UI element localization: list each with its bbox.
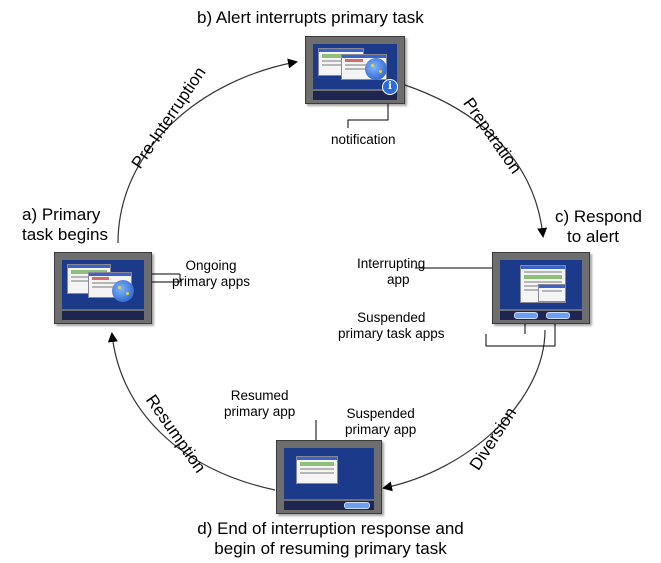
arc-preparation	[401, 83, 548, 238]
callout-resumed-line1: Resumed	[230, 388, 289, 403]
monitor-icon-b: i	[305, 36, 405, 104]
stage-a-line2: task begins	[22, 225, 108, 244]
leader-notification	[347, 90, 389, 128]
arc-diversion	[382, 329, 546, 492]
notification-info-icon[interactable]: i	[382, 79, 398, 95]
stage-a-line1: a) Primary	[22, 205, 101, 224]
callout-suspended-tasks: Suspended primary task apps	[338, 310, 445, 342]
stage-b-label: b) Alert interrupts primary task	[197, 8, 424, 27]
taskbar-button-suspended-2[interactable]	[546, 312, 570, 319]
stage-a-label: a) Primary task begins	[22, 205, 108, 245]
stage-d-label: d) End of interruption response and begi…	[158, 519, 503, 559]
stage-c-line1: c) Respond	[555, 207, 642, 226]
callout-notification: notification	[331, 132, 396, 147]
callout-interrupting: Interrupting app	[357, 256, 425, 288]
callout-ongoing-line2: primary apps	[172, 274, 251, 289]
callout-suspended-app-line1: Suspended	[346, 406, 415, 421]
monitor-icon-c	[492, 252, 590, 324]
callout-resumed-line2: primary app	[224, 404, 296, 419]
monitor-icon-d	[276, 440, 382, 514]
stage-d-line2: begin of resuming primary task	[214, 539, 447, 558]
monitor-icon-a	[54, 252, 152, 324]
callout-interrupting-line1: Interrupting	[357, 256, 426, 271]
callout-suspended-tasks-line1: Suspended	[357, 310, 426, 325]
callout-interrupting-line2: app	[387, 272, 410, 287]
callout-ongoing: Ongoing primary apps	[172, 258, 250, 290]
taskbar-button-suspended-1[interactable]	[514, 312, 538, 319]
callout-suspended-app-line2: primary app	[345, 422, 417, 437]
taskbar-button-suspended-app[interactable]	[344, 502, 370, 509]
arc-pre-interruption	[117, 58, 298, 244]
callout-ongoing-line1: Ongoing	[185, 258, 237, 273]
callout-suspended-app: Suspended primary app	[345, 406, 416, 438]
callout-resumed: Resumed primary app	[224, 388, 295, 420]
arc-resumption	[107, 332, 276, 491]
stage-c-line2: to alert	[567, 227, 619, 246]
stage-c-label: c) Respond to alert	[555, 207, 642, 247]
callout-suspended-tasks-line2: primary task apps	[338, 326, 445, 341]
stage-d-line1: d) End of interruption response and	[197, 519, 464, 538]
